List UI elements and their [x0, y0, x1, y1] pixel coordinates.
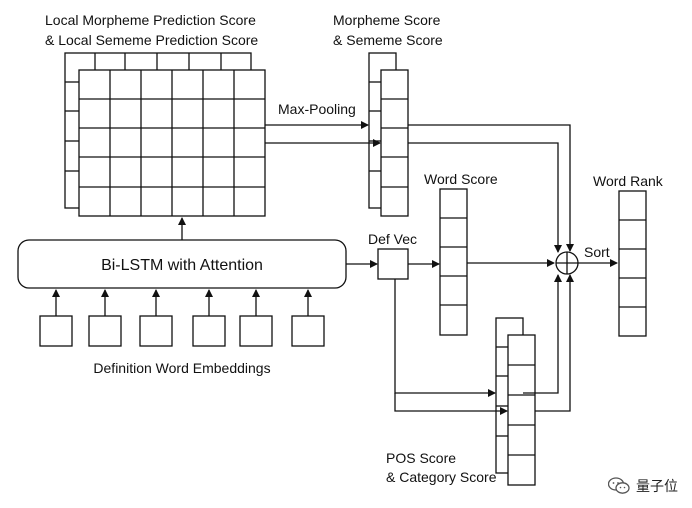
- pos-column-front: [507, 334, 536, 486]
- definition-embeddings-label: Definition Word Embeddings: [93, 360, 270, 376]
- pos-score-column: [495, 317, 536, 486]
- matrix-front-grid: [79, 70, 265, 216]
- sort-combine-node: [555, 251, 579, 275]
- pos-score-title-line2: & Category Score: [386, 469, 497, 485]
- morpheme-to-sort-path-1: [408, 124, 574, 252]
- embedding-box: [192, 315, 226, 347]
- local-score-title-line2: & Local Sememe Prediction Score: [45, 32, 258, 48]
- bilstm-label: Bi-LSTM with Attention: [101, 257, 263, 274]
- word-rank-column: [618, 190, 647, 337]
- pos-to-sort-path-1: [523, 274, 562, 394]
- word-score-column: [439, 188, 468, 336]
- embedding-box: [139, 315, 173, 347]
- local-score-title-line1: Local Morpheme Prediction Score: [45, 12, 256, 28]
- morpheme-score-title-line1: Morpheme Score: [333, 12, 441, 28]
- watermark: 量子位: [608, 476, 678, 496]
- defvec-to-pos-arrow-2: [394, 393, 508, 415]
- matrix-left-strip: [65, 81, 79, 172]
- max-pooling-label: Max-Pooling: [278, 101, 356, 117]
- embedding-box: [88, 315, 122, 347]
- embedding-box: [39, 315, 73, 347]
- definition-embeddings: [39, 289, 325, 347]
- def-vec-label: Def Vec: [368, 231, 417, 247]
- wechat-icon: [608, 477, 630, 494]
- word-score-label: Word Score: [424, 171, 498, 187]
- morpheme-score-title-line2: & Sememe Score: [333, 32, 443, 48]
- morpheme-to-sort-path-2: [408, 142, 562, 253]
- word-score-box: [439, 188, 468, 336]
- local-score-matrix: [64, 52, 266, 217]
- pos-to-sort-path-2: [535, 274, 574, 412]
- sort-label: Sort: [584, 244, 610, 260]
- embedding-box: [239, 315, 273, 347]
- morpheme-score-column: [368, 52, 409, 217]
- word-rank-box: [618, 190, 647, 337]
- matrix-top-strip: [94, 53, 222, 70]
- pos-score-title-line1: POS Score: [386, 450, 456, 466]
- morpheme-column-front: [380, 69, 409, 217]
- def-vec-box: [377, 248, 409, 280]
- watermark-text: 量子位: [636, 479, 678, 495]
- embedding-box: [291, 315, 325, 347]
- word-rank-label: Word Rank: [593, 173, 664, 189]
